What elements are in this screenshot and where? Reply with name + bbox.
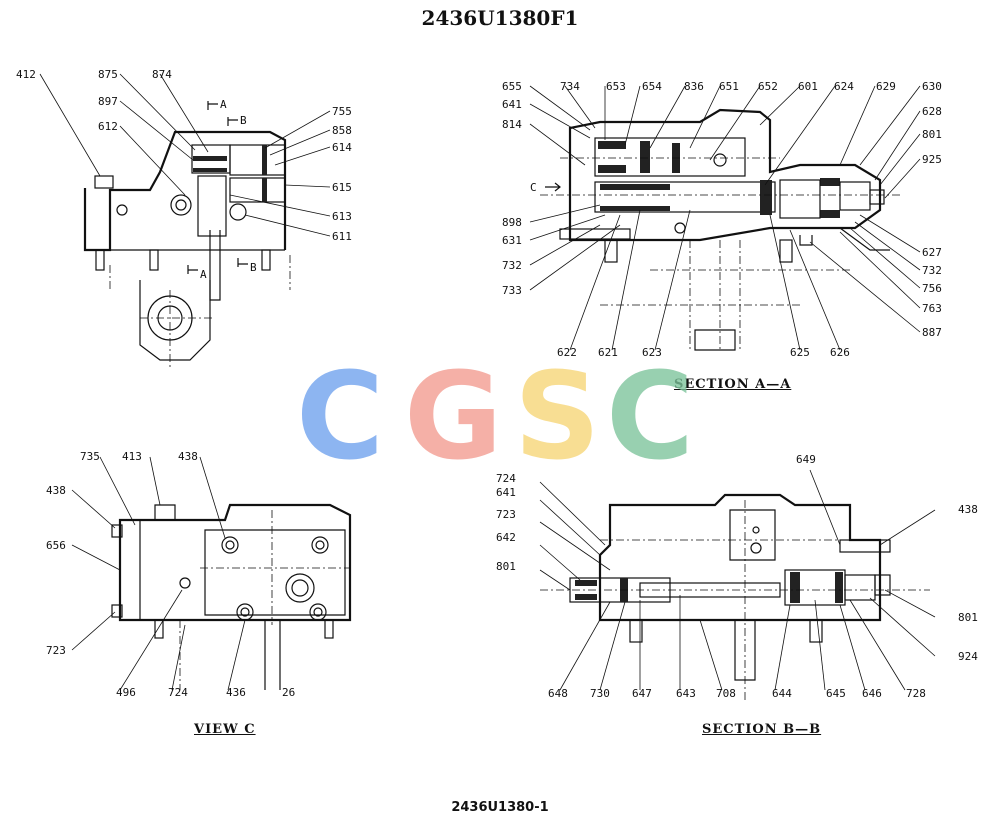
label-623: 623 — [642, 346, 662, 359]
label-612: 612 — [98, 120, 118, 133]
label-622: 622 — [557, 346, 577, 359]
label-648: 648 — [548, 687, 568, 700]
watermark-letter-1: C — [296, 348, 385, 487]
label-645: 645 — [826, 687, 846, 700]
view-c-view: 735 413 438 438 656 723 496 724 436 26 — [46, 450, 352, 699]
section-aa-view: 655 734 653 654 836 651 652 601 624 629 … — [502, 80, 942, 359]
label-613: 613 — [332, 210, 352, 223]
label-724-c: 724 — [168, 686, 188, 699]
label-627: 627 — [922, 246, 942, 259]
label-436: 436 — [226, 686, 246, 699]
label-629: 629 — [876, 80, 896, 93]
label-756: 756 — [922, 282, 942, 295]
label-924: 924 — [958, 650, 978, 663]
caption-section-aa: SECTION A—A — [674, 377, 792, 392]
top-left-view: 412 875 874 897 612 755 858 614 615 613 … — [16, 68, 352, 370]
label-496: 496 — [116, 686, 136, 699]
label-630: 630 — [922, 80, 942, 93]
label-733: 733 — [502, 284, 522, 297]
label-708: 708 — [716, 687, 736, 700]
label-655: 655 — [502, 80, 522, 93]
label-642: 642 — [496, 531, 516, 544]
label-628: 628 — [922, 105, 942, 118]
label-874: 874 — [152, 68, 172, 81]
marker-a-bottom: A — [200, 268, 207, 281]
label-641: 641 — [502, 98, 522, 111]
label-728: 728 — [906, 687, 926, 700]
label-735: 735 — [80, 450, 100, 463]
watermark-letter-3: S — [514, 348, 601, 487]
label-732-left: 732 — [502, 259, 522, 272]
label-601: 601 — [798, 80, 818, 93]
label-26: 26 — [282, 686, 295, 699]
label-801-bb-left: 801 — [496, 560, 516, 573]
label-621: 621 — [598, 346, 618, 359]
label-652: 652 — [758, 80, 778, 93]
label-649: 649 — [796, 453, 816, 466]
label-656: 656 — [46, 539, 66, 552]
drawing-footer-number: 2436U1380-1 — [451, 800, 549, 815]
label-438-left: 438 — [46, 484, 66, 497]
label-763: 763 — [922, 302, 942, 315]
label-801-aa: 801 — [922, 128, 942, 141]
marker-c: C — [530, 181, 537, 194]
label-624: 624 — [834, 80, 854, 93]
label-801-bb-right: 801 — [958, 611, 978, 624]
label-631: 631 — [502, 234, 522, 247]
watermark-letter-4: C — [606, 348, 695, 487]
label-755: 755 — [332, 105, 352, 118]
marker-b-top: B — [240, 114, 247, 127]
label-653: 653 — [606, 80, 626, 93]
label-734: 734 — [560, 80, 580, 93]
label-643: 643 — [676, 687, 696, 700]
watermark-letter-2: G — [404, 348, 503, 487]
caption-view-c: VIEW C — [194, 722, 256, 737]
label-412: 412 — [16, 68, 36, 81]
label-644: 644 — [772, 687, 792, 700]
marker-b-bottom: B — [250, 261, 257, 274]
label-641-bb: 641 — [496, 486, 516, 499]
label-413: 413 — [122, 450, 142, 463]
label-730: 730 — [590, 687, 610, 700]
label-438-bb: 438 — [958, 503, 978, 516]
label-732-right: 732 — [922, 264, 942, 277]
label-723-bb: 723 — [496, 508, 516, 521]
label-438-top: 438 — [178, 450, 198, 463]
label-626: 626 — [830, 346, 850, 359]
label-925: 925 — [922, 153, 942, 166]
label-615: 615 — [332, 181, 352, 194]
marker-a-top: A — [220, 98, 227, 111]
label-814: 814 — [502, 118, 522, 131]
label-898: 898 — [502, 216, 522, 229]
label-647: 647 — [632, 687, 652, 700]
caption-section-bb: SECTION B—B — [702, 722, 822, 737]
label-875: 875 — [98, 68, 118, 81]
label-724-bb: 724 — [496, 472, 516, 485]
label-897: 897 — [98, 95, 118, 108]
label-858: 858 — [332, 124, 352, 137]
label-723-c: 723 — [46, 644, 66, 657]
label-654: 654 — [642, 80, 662, 93]
section-bb-view: 649 724 641 723 642 801 438 801 924 648 … — [496, 453, 978, 700]
label-887: 887 — [922, 326, 942, 339]
drawing-title: 2436U1380F1 — [421, 6, 579, 30]
label-651: 651 — [719, 80, 739, 93]
label-614: 614 — [332, 141, 352, 154]
label-836: 836 — [684, 80, 704, 93]
label-611: 611 — [332, 230, 352, 243]
label-625: 625 — [790, 346, 810, 359]
label-646: 646 — [862, 687, 882, 700]
